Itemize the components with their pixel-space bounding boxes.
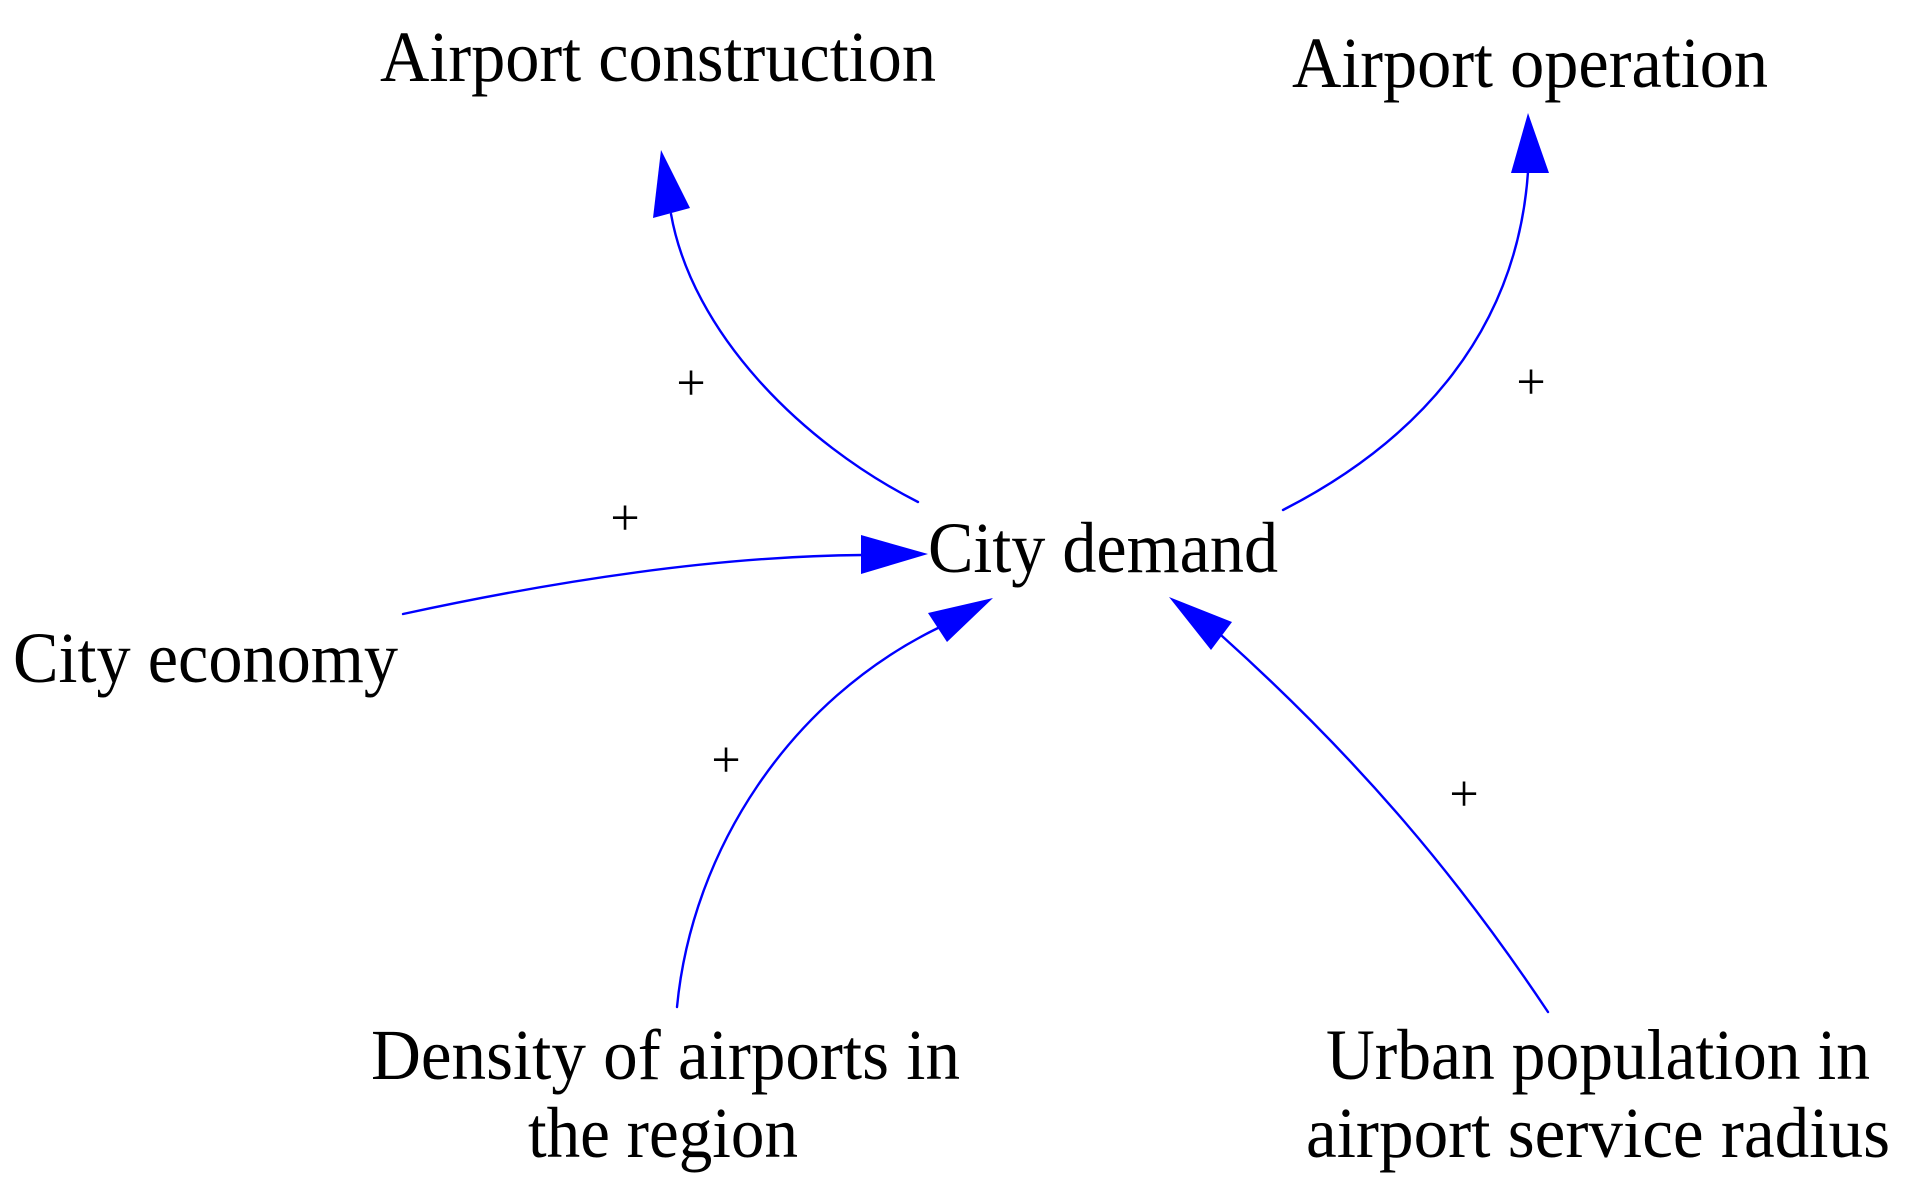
- link-demand-to-operation: +: [1281, 113, 1549, 512]
- node-airport-operation: Airport operation: [1292, 23, 1768, 103]
- arrowhead-icon: [928, 598, 993, 642]
- arrowhead-icon: [1169, 597, 1232, 650]
- node-airport-construction: Airport construction: [380, 17, 936, 97]
- node-label-line-2: the region: [528, 1093, 798, 1173]
- link-curve: [1281, 170, 1530, 512]
- link-curve: [669, 212, 920, 504]
- polarity-sign: +: [1449, 766, 1478, 823]
- polarity-sign: +: [676, 355, 705, 412]
- link-curve: [675, 626, 940, 1009]
- link-demand-to-construction: +: [653, 150, 920, 504]
- polarity-sign: +: [711, 732, 740, 789]
- link-economy-to-demand: +: [401, 490, 928, 616]
- link-urban-to-demand: +: [1169, 597, 1550, 1014]
- polarity-sign: +: [610, 490, 639, 547]
- arrowhead-icon: [653, 150, 690, 218]
- node-city-demand: City demand: [928, 508, 1278, 588]
- link-curve: [1220, 634, 1550, 1014]
- link-density-to-demand: +: [675, 598, 993, 1009]
- node-urban-population: Urban population in airport service radi…: [1306, 1015, 1890, 1173]
- node-label-line-1: Urban population in: [1326, 1015, 1870, 1095]
- node-label: Airport construction: [380, 17, 936, 97]
- node-label-line-1: Density of airports in: [371, 1015, 960, 1095]
- node-label-line-2: airport service radius: [1306, 1093, 1890, 1173]
- arrowhead-icon: [1511, 113, 1549, 173]
- node-density-of-airports: Density of airports in the region: [371, 1015, 960, 1173]
- node-label: City economy: [13, 618, 398, 698]
- node-label: Airport operation: [1292, 23, 1768, 103]
- node-city-economy: City economy: [13, 618, 398, 698]
- arrowhead-icon: [861, 535, 928, 574]
- node-label: City demand: [928, 508, 1278, 588]
- polarity-sign: +: [1516, 354, 1545, 411]
- link-curve: [401, 553, 865, 616]
